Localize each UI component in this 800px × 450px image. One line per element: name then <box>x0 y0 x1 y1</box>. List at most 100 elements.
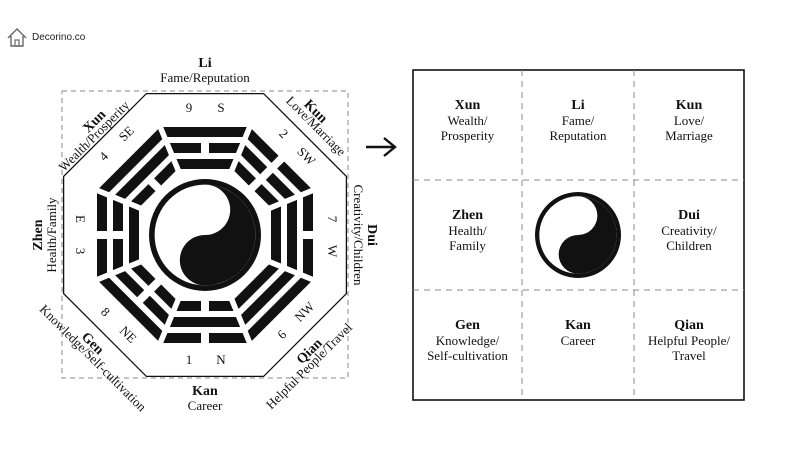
grid-name-dui: Dui <box>678 208 700 223</box>
grid-frame <box>412 69 745 401</box>
trigram-line-solid <box>241 271 295 325</box>
trigram-kan <box>163 301 247 343</box>
grid-desc-dui: Children <box>666 238 712 253</box>
grid-desc-xun: Prosperity <box>441 128 495 143</box>
trigram-dui <box>271 193 313 277</box>
grid-desc-li: Fame/ <box>562 113 595 128</box>
compass-direction: NW <box>291 298 317 324</box>
area-desc-li: Fame/Reputation <box>160 70 250 85</box>
grid-name-gen: Gen <box>455 318 480 333</box>
grid-desc-gen: Knowledge/ <box>436 333 500 348</box>
area-name-kan: Kan <box>192 384 218 399</box>
trigram-line-broken <box>169 143 201 153</box>
trigram-line-broken <box>247 129 279 163</box>
yin-yang-icon <box>535 192 621 278</box>
trigram-line-broken <box>209 333 247 343</box>
trigram-line-solid <box>129 206 139 264</box>
trigram-kun <box>234 129 311 206</box>
trigram-line-broken <box>154 161 176 186</box>
grid-desc-xun: Wealth/ <box>447 113 487 128</box>
trigram-line-broken <box>97 193 107 231</box>
compass-direction: W <box>325 245 340 258</box>
trigram-line-broken <box>142 295 169 325</box>
trigram-line-broken <box>303 193 313 231</box>
trigram-line-solid <box>169 317 241 327</box>
grid-name-kun: Kun <box>676 98 703 113</box>
grid-desc-dui: Creativity/ <box>661 223 717 238</box>
trigram-xun <box>99 129 176 206</box>
grid-desc-zhen: Health/ <box>448 223 487 238</box>
trigram-number: 9 <box>186 100 193 115</box>
trigram-number: 8 <box>98 304 113 319</box>
trigram-gen <box>99 264 176 341</box>
compass-direction: SE <box>115 123 136 144</box>
trigram-number: 1 <box>186 352 193 367</box>
grid-desc-qian: Travel <box>672 348 706 363</box>
octagon-outline <box>62 92 348 378</box>
grid-desc-gen: Self-cultivation <box>427 348 508 363</box>
trigram-line-broken <box>97 239 107 277</box>
trigram-line-broken <box>303 239 313 277</box>
trigram-line-solid <box>234 264 279 309</box>
grid-desc-qian: Helpful People/ <box>648 333 730 348</box>
brand-name: Decorino.co <box>32 31 86 43</box>
grid-desc-kan: Career <box>561 333 596 348</box>
trigram-line-broken <box>113 199 123 231</box>
compass-direction: SW <box>294 144 319 169</box>
grid-desc-li: Reputation <box>549 128 607 143</box>
grid-name-xun: Xun <box>455 98 481 113</box>
grid-name-qian: Qian <box>674 318 704 333</box>
arrow-right-icon <box>366 137 397 157</box>
trigram-line-solid <box>271 206 281 264</box>
area-name-zhen: Zhen <box>31 219 46 250</box>
trigram-line-solid <box>115 145 169 199</box>
trigram-number: 6 <box>274 326 290 342</box>
compass-direction: NE <box>117 323 140 346</box>
brand-logo: Decorino.co <box>6 26 85 48</box>
trigram-line-broken <box>241 145 268 175</box>
trigram-number: 7 <box>325 216 340 223</box>
area-desc-zhen: Health/Family <box>44 197 59 273</box>
trigram-line-solid <box>176 159 234 169</box>
compass-direction: S <box>217 100 224 115</box>
area-desc-dui: Creativity/Children <box>351 184 366 286</box>
area-desc-gen: Knowledge/Self-cultivation <box>37 302 150 415</box>
trigram-number: 3 <box>73 248 88 255</box>
grid-desc-kun: Marriage <box>665 128 713 143</box>
trigram-line-broken <box>265 172 295 199</box>
grid-cell-center <box>535 192 621 278</box>
trigram-line-solid <box>99 277 163 341</box>
trigram-line-broken <box>131 264 156 286</box>
trigram-line-broken <box>209 301 234 311</box>
grid-name-li: Li <box>571 98 584 113</box>
trigram-zhen <box>97 193 139 277</box>
grid-desc-kun: Love/ <box>674 113 705 128</box>
trigram-line-broken <box>176 301 201 311</box>
grid-name-kan: Kan <box>565 318 591 333</box>
compass-direction: N <box>216 352 226 367</box>
trigram-line-broken <box>254 184 279 206</box>
trigram-line-broken <box>115 271 145 298</box>
trigram-number: 2 <box>276 126 291 141</box>
trigram-line-broken <box>234 161 256 186</box>
area-name-li: Li <box>198 56 211 71</box>
yin-yang-icon <box>149 179 261 291</box>
trigram-line-broken <box>163 333 201 343</box>
area-name-dui: Dui <box>364 224 379 246</box>
grid-desc-zhen: Family <box>449 238 486 253</box>
trigram-qian <box>234 264 311 341</box>
trigram-line-solid <box>163 127 247 137</box>
trigram-line-solid <box>287 199 297 271</box>
trigram-line-solid <box>247 277 311 341</box>
compass-direction: E <box>73 215 88 223</box>
area-desc-kan: Career <box>188 398 223 413</box>
